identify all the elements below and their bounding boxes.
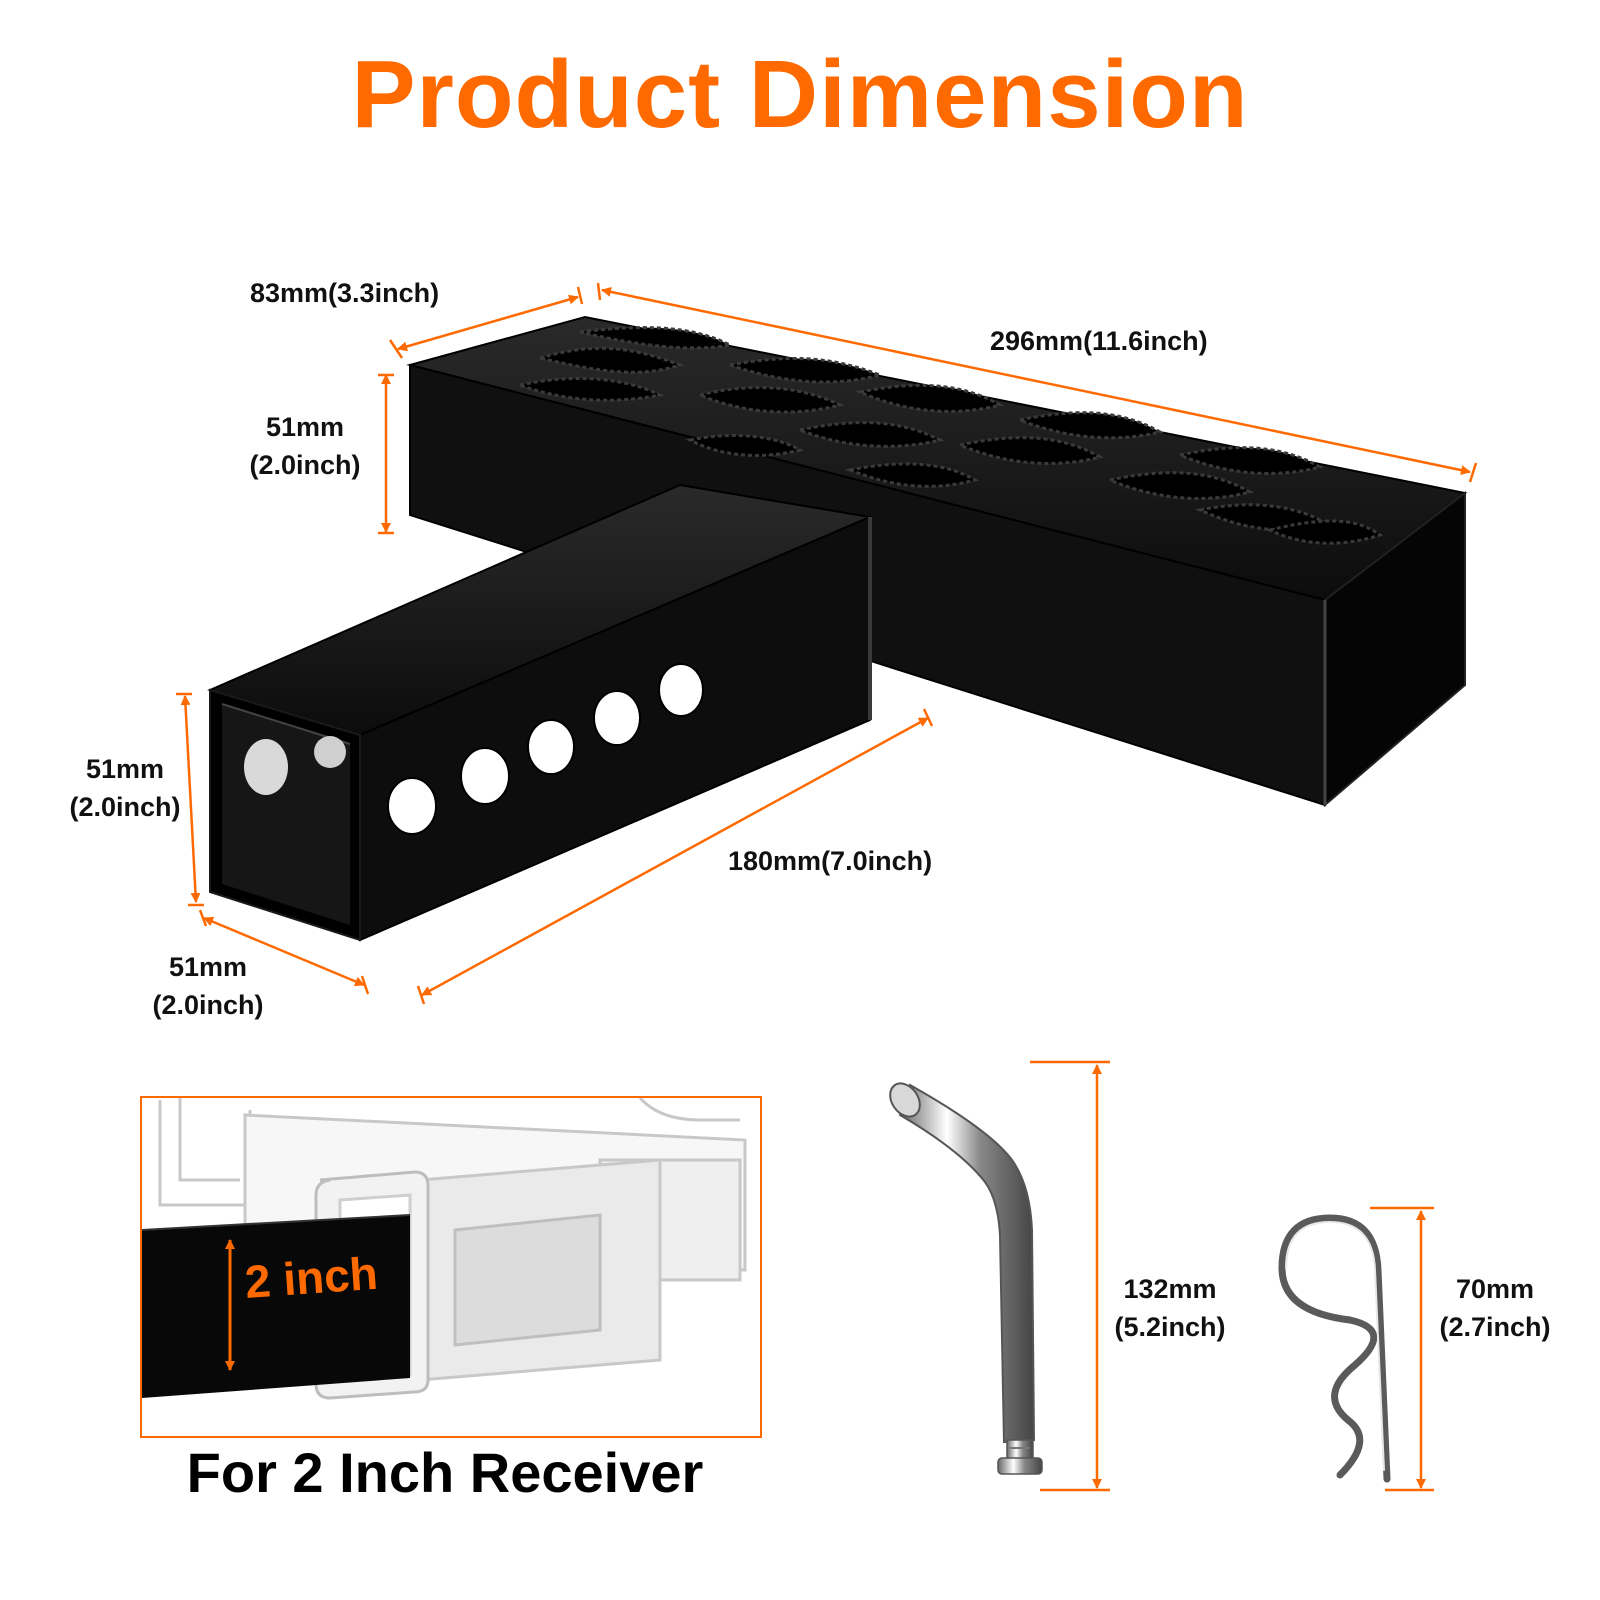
clip-length-inch: (2.7inch) <box>1439 1312 1551 1342</box>
step-width-label: 83mm(3.3inch) <box>250 278 440 308</box>
shank-width-mm: 51mm <box>168 952 248 982</box>
pin-length-inch: (5.2inch) <box>1114 1312 1226 1342</box>
hitch-clip <box>1278 1214 1391 1483</box>
shank-length-label: 180mm(7.0inch) <box>728 846 933 876</box>
inner-pin-holes <box>244 736 346 795</box>
hitch-clip-highlight <box>1285 1220 1385 1471</box>
shank-width-label: 51mm (2.0inch) <box>143 948 273 1024</box>
pin-length-label: 132mm (5.2inch) <box>1105 1270 1235 1346</box>
shank-height-inch: (2.0inch) <box>69 792 181 822</box>
clip-length-label: 70mm (2.7inch) <box>1432 1270 1558 1346</box>
dimension-lines <box>176 282 1478 1492</box>
hitch-pin <box>889 1082 1043 1475</box>
pin-length-mm: 132mm <box>1123 1274 1217 1304</box>
shank-width-inch: (2.0inch) <box>152 990 264 1020</box>
shank-height-mm: 51mm <box>85 754 165 784</box>
clip-length-mm: 70mm <box>1455 1274 1535 1304</box>
step-length-label: 296mm(11.6inch) <box>990 326 1208 356</box>
receiver-caption: For 2 Inch Receiver <box>186 1441 704 1504</box>
step-height-inch: (2.0inch) <box>249 450 361 480</box>
page-title: Product Dimension <box>351 41 1249 148</box>
receiver-illustration <box>140 1096 762 1438</box>
receiver-size-label: 2 inch <box>243 1246 380 1308</box>
step-height-label: 51mm (2.0inch) <box>240 408 370 484</box>
step-height-mm: 51mm <box>265 412 345 442</box>
shank-height-label: 51mm (2.0inch) <box>60 750 190 826</box>
